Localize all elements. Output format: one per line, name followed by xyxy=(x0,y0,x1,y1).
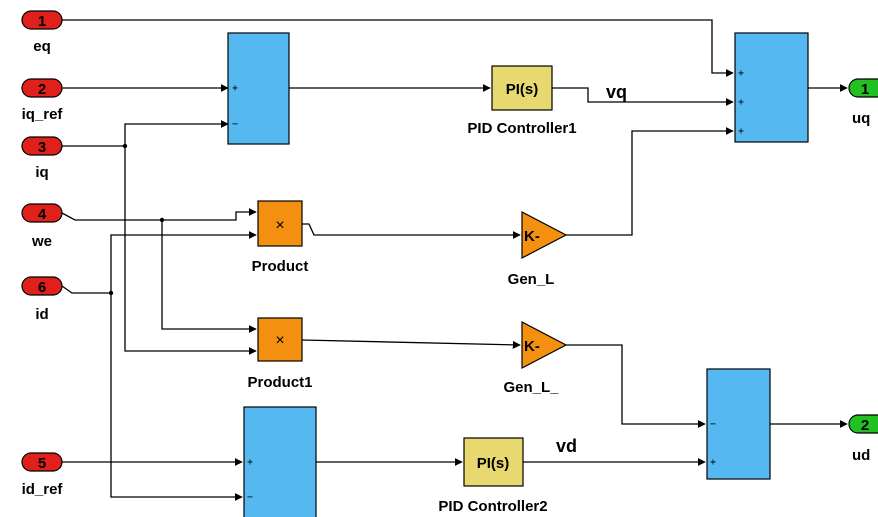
product-label: Product xyxy=(252,258,309,275)
gain-label: Gen_L xyxy=(508,271,555,288)
inport-label: eq xyxy=(33,38,51,55)
wire-product-genl xyxy=(302,223,521,239)
inport-label: iq_ref xyxy=(22,106,64,123)
sign-minus: − xyxy=(710,419,716,430)
sign-plus: + xyxy=(247,457,253,468)
inport-eq[interactable]: 1 eq xyxy=(21,10,63,55)
sign-plus: + xyxy=(738,68,744,79)
product1-block[interactable]: × Product1 xyxy=(247,317,313,391)
sign-plus: + xyxy=(738,97,744,108)
branch-dot-iq xyxy=(122,143,128,149)
inport-id-ref[interactable]: 5 id_ref xyxy=(21,452,64,498)
wire-genl-uq xyxy=(566,127,734,236)
sum-q-error[interactable]: + − xyxy=(227,32,290,145)
inport-label: iq xyxy=(35,164,48,181)
inport-number: 5 xyxy=(38,455,46,472)
outport-uq[interactable]: 1 uq xyxy=(848,78,878,127)
inport-label: id_ref xyxy=(22,481,64,498)
outport-number: 2 xyxy=(861,417,869,434)
wire-iq xyxy=(62,120,229,147)
gain-label: Gen_L_ xyxy=(503,379,559,396)
inport-label: we xyxy=(31,233,52,250)
signal-label-vd: vd xyxy=(556,436,577,456)
product-label: Product1 xyxy=(247,374,312,391)
gain-text: K- xyxy=(524,228,540,245)
gain-text: K- xyxy=(524,338,540,355)
outport-ud[interactable]: 2 ud xyxy=(848,414,878,464)
sign-minus: − xyxy=(247,492,253,503)
branch-dot-we xyxy=(159,217,165,223)
product-symbol: × xyxy=(275,217,284,234)
product-symbol: × xyxy=(275,332,284,349)
wire-we xyxy=(61,208,257,221)
sum-uq[interactable]: + + + xyxy=(734,32,809,143)
wire-vq xyxy=(552,87,734,106)
inport-number: 4 xyxy=(38,206,47,223)
inport-we[interactable]: 4 we xyxy=(21,203,63,250)
wire-eq xyxy=(62,19,734,77)
wire-we-branch xyxy=(161,220,257,333)
sum-ud[interactable]: − + xyxy=(706,368,771,480)
sum-d-error[interactable]: + − xyxy=(243,406,317,517)
wires xyxy=(61,19,848,501)
wire-genl-ud xyxy=(566,344,706,428)
inport-number: 2 xyxy=(38,81,46,98)
sign-plus: + xyxy=(710,457,716,468)
sign-plus: + xyxy=(738,126,744,137)
pid-text: PI(s) xyxy=(506,81,539,98)
gain-gen-l[interactable]: K- Gen_L xyxy=(508,211,568,288)
inport-iq[interactable]: 3 iq xyxy=(21,136,63,181)
wire-iq-branch xyxy=(124,146,257,355)
inport-number: 3 xyxy=(38,139,46,156)
pid-label: PID Controller2 xyxy=(438,498,547,515)
inport-number: 6 xyxy=(38,279,46,296)
pid-label: PID Controller1 xyxy=(467,120,576,137)
inport-label: id xyxy=(35,306,48,323)
pid-controller-2[interactable]: PI(s) PID Controller2 xyxy=(438,437,548,515)
inport-iq-ref[interactable]: 2 iq_ref xyxy=(21,78,64,123)
outport-number: 1 xyxy=(861,81,869,98)
inport-id[interactable]: 6 id xyxy=(21,276,63,323)
gain-gen-l-underscore[interactable]: K- Gen_L_ xyxy=(503,321,568,396)
outport-label: uq xyxy=(852,110,870,127)
sign-minus: − xyxy=(232,119,238,130)
signal-label-vq: vq xyxy=(606,82,627,102)
pid-text: PI(s) xyxy=(477,455,510,472)
wire-product1-genl xyxy=(301,339,521,349)
product-block[interactable]: × Product xyxy=(252,200,309,275)
sign-plus: + xyxy=(232,83,238,94)
inport-number: 1 xyxy=(38,13,46,30)
outport-label: ud xyxy=(852,447,870,464)
branch-dot-id xyxy=(108,290,114,296)
wire-id xyxy=(61,231,257,294)
wire-id-branch xyxy=(110,293,243,501)
pid-controller-1[interactable]: PI(s) PID Controller1 xyxy=(467,65,577,137)
